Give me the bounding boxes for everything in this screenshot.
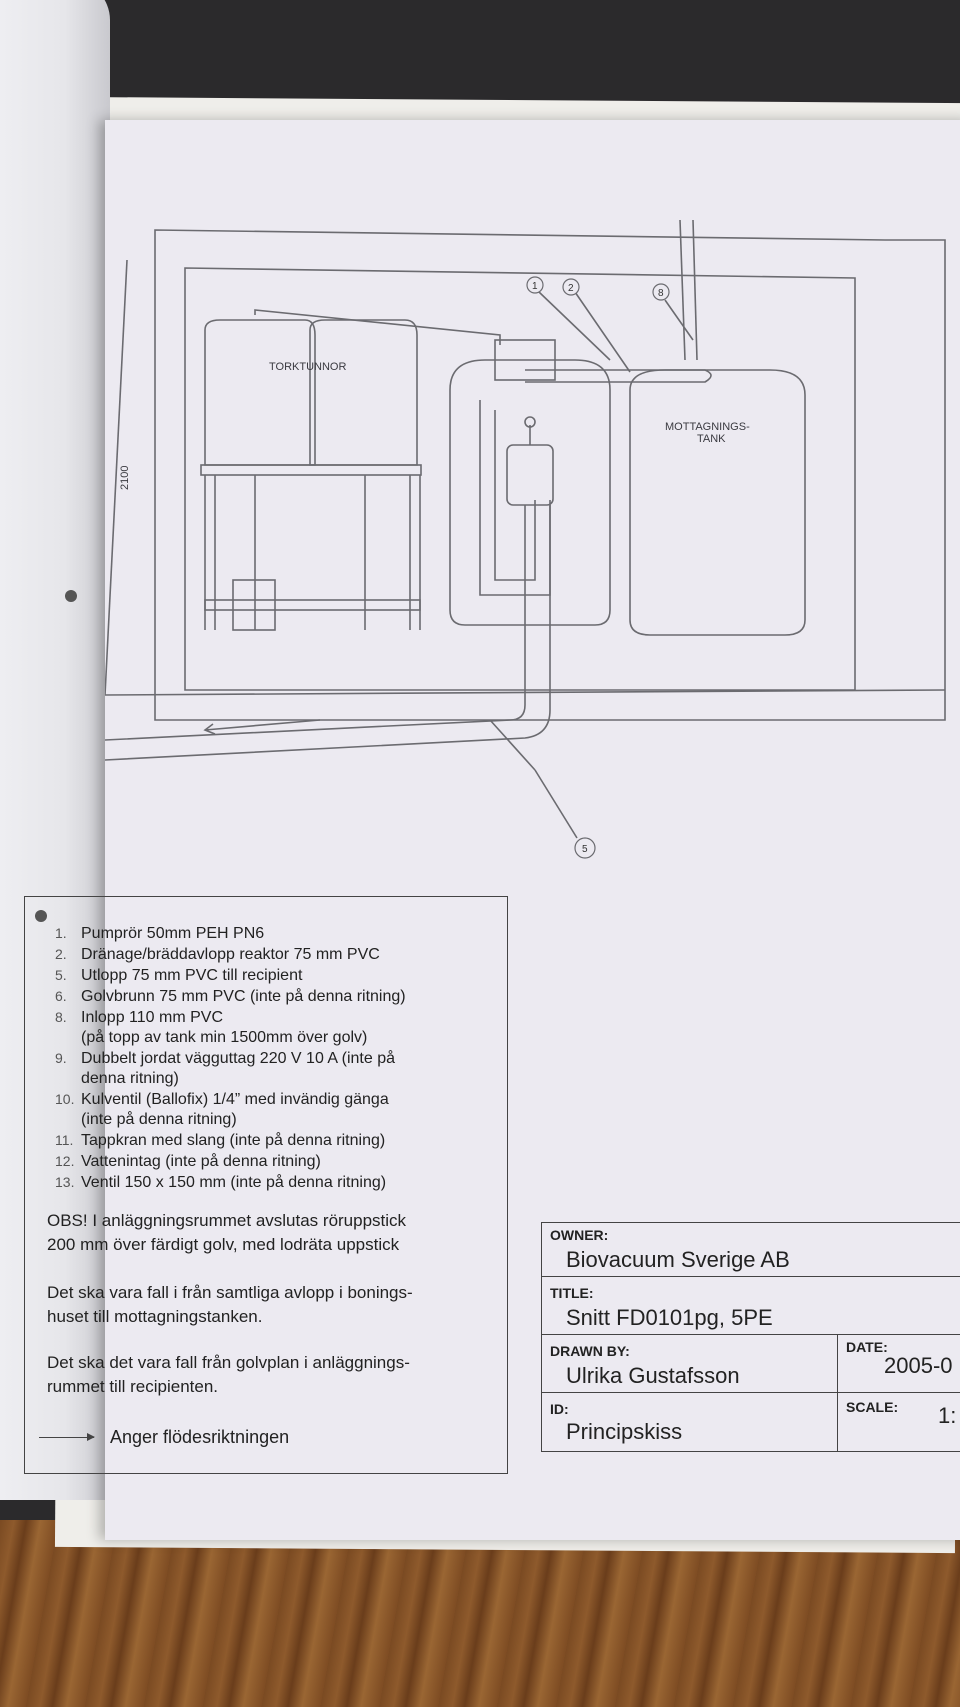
pipe-loop-inner bbox=[494, 410, 536, 581]
binder-hole bbox=[65, 590, 77, 602]
dimension-line bbox=[105, 259, 128, 696]
barrel-right bbox=[309, 319, 418, 466]
date-cell: DATE: 2005-0 bbox=[838, 1335, 960, 1393]
pipe-loop bbox=[479, 400, 551, 596]
legend-box: 1.Pumprör 50mm PEH PN6 2.Dränage/bräddav… bbox=[24, 896, 508, 1474]
legend-item: 9.Dubbelt jordat vägguttag 220 V 10 A (i… bbox=[55, 1050, 396, 1067]
title-value: Snitt FD0101pg, 5PE bbox=[566, 1305, 773, 1330]
legend-item: 11.Tappkran med slang (inte på denna rit… bbox=[55, 1132, 386, 1149]
flow-arrow-head bbox=[203, 723, 216, 735]
drawn-by-cell: DRAWN BY: Ulrika Gustafsson bbox=[542, 1335, 838, 1393]
legend-item: 13.Ventil 150 x 150 mm (inte på denna ri… bbox=[55, 1174, 387, 1191]
owner-row: OWNER: Biovacuum Sverige AB bbox=[542, 1223, 960, 1277]
legend-item: 6.Golvbrunn 75 mm PVC (inte på denna rit… bbox=[55, 988, 406, 1005]
binder-hole bbox=[35, 910, 47, 922]
inner-wall bbox=[184, 267, 856, 691]
legend-list: 1.Pumprör 50mm PEH PN6 2.Dränage/bräddav… bbox=[55, 923, 406, 1193]
callout-2-circle bbox=[562, 278, 580, 296]
section-drawing: 2100 TORKTUNNOR MOTTAGNINGS- TANK bbox=[105, 219, 946, 859]
receiving-tank bbox=[629, 369, 806, 636]
leader-5 bbox=[489, 719, 536, 771]
pump-knob bbox=[524, 416, 536, 428]
id-cell: ID: Principskiss bbox=[542, 1393, 838, 1451]
callout-8-circle bbox=[652, 283, 670, 301]
scale-value: 1: bbox=[938, 1403, 957, 1428]
inlet-box bbox=[494, 339, 556, 381]
connecting-pipe bbox=[525, 369, 712, 383]
obs-note: OBS! I anläggningsrummet avslutas rörupp… bbox=[47, 1211, 407, 1254]
dimension-label: 2100 bbox=[119, 466, 131, 490]
left-page-edge bbox=[0, 0, 110, 1500]
title-block: OWNER: Biovacuum Sverige AB TITLE: Snitt… bbox=[541, 1222, 960, 1452]
reactor-tank bbox=[449, 359, 611, 626]
stand-box bbox=[232, 579, 276, 631]
title-row: TITLE: Snitt FD0101pg, 5PE bbox=[542, 1277, 960, 1335]
stand-rail bbox=[204, 599, 421, 611]
vent-pipe-1 bbox=[679, 219, 686, 361]
legend-item: 5.Utlopp 75 mm PVC till recipient bbox=[55, 967, 303, 984]
leader-2 bbox=[574, 291, 631, 373]
leader-5-ext bbox=[534, 769, 578, 839]
barrel-left bbox=[204, 319, 316, 466]
callout-2: 2 bbox=[568, 283, 574, 294]
id-value: Principskiss bbox=[566, 1419, 683, 1444]
mottagningstank-label-1: MOTTAGNINGS- bbox=[665, 421, 750, 433]
legend-item-cont: (inte på denna ritning) bbox=[81, 1111, 237, 1128]
flow-arrow bbox=[204, 719, 321, 731]
legend-item: 12.Vattenintag (inte på denna ritning) bbox=[55, 1153, 321, 1170]
date-value: 2005-0 bbox=[884, 1353, 953, 1378]
callout-1: 1 bbox=[532, 281, 538, 292]
scale-cell: SCALE: 1: bbox=[846, 1399, 957, 1428]
fall-note-1: Det ska vara fall i från samtliga avlopp… bbox=[47, 1283, 413, 1326]
barrel-stand-top bbox=[200, 464, 422, 476]
legend-item: 8.Inlopp 110 mm PVC bbox=[55, 1009, 223, 1026]
callout-5: 5 bbox=[582, 844, 588, 855]
drawn-by-value: Ulrika Gustafsson bbox=[566, 1363, 740, 1388]
top-pipe bbox=[254, 309, 501, 345]
legend-item: 10.Kulventil (Ballofix) 1/4” med invändi… bbox=[55, 1091, 389, 1108]
callout-8: 8 bbox=[658, 288, 664, 299]
callout-1-circle bbox=[526, 276, 544, 294]
mottagningstank-label-2: TANK bbox=[697, 433, 726, 445]
pump bbox=[506, 444, 554, 506]
legend-item-cont: (på topp av tank min 1500mm över golv) bbox=[81, 1029, 368, 1046]
pump-pipe bbox=[105, 505, 526, 741]
callout-5-circle bbox=[574, 837, 596, 859]
drawing-sheet: 2100 TORKTUNNOR MOTTAGNINGS- TANK bbox=[35, 120, 960, 1540]
torktunnor-label: TORKTUNNOR bbox=[269, 361, 346, 373]
leader-8 bbox=[664, 299, 694, 341]
fall-note-2: Det ska det vara fall från golvplan i an… bbox=[47, 1353, 410, 1396]
owner-value: Biovacuum Sverige AB bbox=[566, 1247, 790, 1272]
flow-direction-note: Anger flödesriktningen bbox=[39, 1427, 289, 1448]
legend-item: 2.Dränage/bräddavlopp reaktor 75 mm PVC bbox=[55, 946, 380, 963]
flow-arrow-icon bbox=[39, 1433, 95, 1441]
legend-item-cont: denna ritning) bbox=[81, 1070, 179, 1087]
vent-pipe-2 bbox=[692, 219, 698, 361]
outer-wall bbox=[154, 229, 946, 721]
leader-1 bbox=[538, 291, 611, 361]
legend-item: 1.Pumprör 50mm PEH PN6 bbox=[55, 925, 265, 942]
pump-pipe-outer bbox=[105, 505, 551, 761]
